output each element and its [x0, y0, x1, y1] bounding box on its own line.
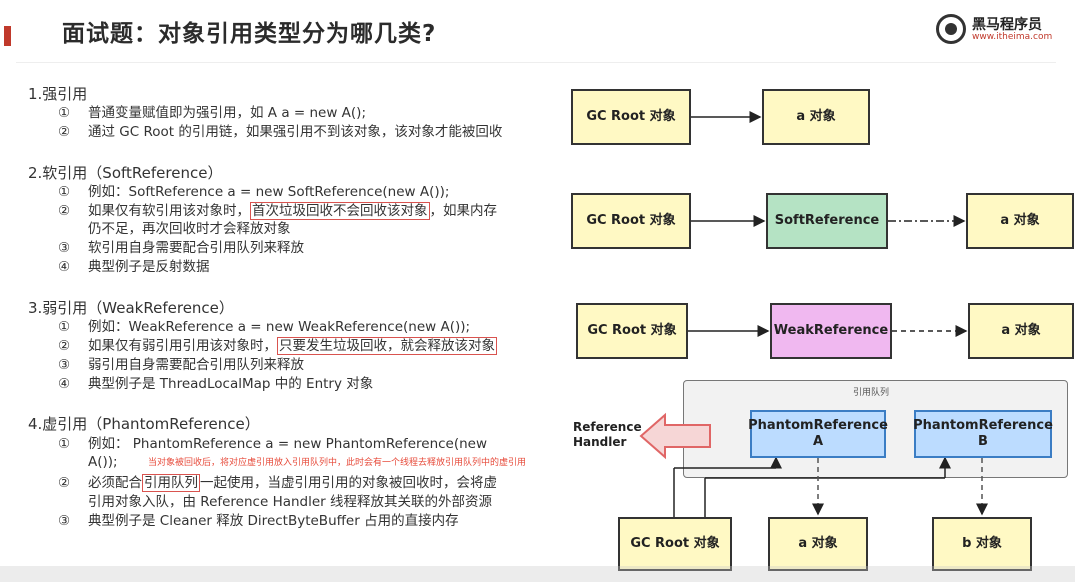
soft-reference-box: SoftReference: [766, 193, 888, 249]
item-number: ③: [58, 240, 71, 256]
weak-gc-root-box: GC Root 对象: [576, 303, 688, 359]
item-number: ②: [58, 475, 71, 491]
item-text: 通过 GC Root 的引用链，如果强引用不到该对象，该对象才能被回收: [88, 124, 503, 140]
phantom-ref-heading: 4.虚引用（PhantomReference）: [28, 415, 260, 433]
weak-reference-box: WeakReference: [770, 303, 892, 359]
item-number: ①: [58, 105, 71, 121]
page-title: 面试题：对象引用类型分为哪几类?: [62, 21, 437, 47]
item-text: 引用对象入队，由 Reference Handler 线程释放其关联的外部资源: [88, 494, 493, 510]
item-number: ②: [58, 203, 71, 219]
item-text: 必须配合: [88, 475, 142, 491]
itheima-logo: 黑马程序员 www.itheima.com: [936, 12, 1056, 46]
phantom-item-2: ② 必须配合引用队列一起使用，当虚引用引用的对象被回收时，会将虚: [58, 474, 497, 492]
phantom-red-note: 当对象被回收后，将对应虚引用放入引用队列中，此时会有一个线程去释放引用队列中的虚…: [148, 458, 527, 468]
highlighted-text: 首次垃圾回收不会回收该对象: [250, 202, 430, 220]
soft-a-object-box: a 对象: [966, 193, 1074, 249]
title-bar: 面试题：对象引用类型分为哪几类? 黑马程序员 www.itheima.com: [0, 0, 1075, 66]
weak-ref-heading: 3.弱引用（WeakReference）: [28, 299, 234, 317]
item-number: ①: [58, 319, 71, 335]
soft-item-2: ② 如果仅有软引用该对象时，首次垃圾回收不会回收该对象，如果内存: [58, 202, 497, 220]
item-text: 一起使用，当虚引用引用的对象被回收时，会将虚: [200, 475, 497, 491]
weak-item-1: ① 例如：WeakReference a = new WeakReference(…: [58, 318, 470, 336]
logo-url: www.itheima.com: [972, 32, 1053, 42]
item-text: 弱引用自身需要配合引用队列来释放: [88, 357, 304, 373]
weak-item-3: ③ 弱引用自身需要配合引用队列来释放: [58, 356, 304, 374]
item-number: ①: [58, 184, 71, 200]
phantom-item-1: ① 例如： PhantomReference a = new PhantomRef…: [58, 435, 487, 453]
item-text: 例如：WeakReference a = new WeakReference(n…: [88, 319, 471, 335]
item-text: 典型例子是反射数据: [88, 259, 210, 275]
phantom-item-1-cont: A());: [58, 453, 118, 471]
item-number: ④: [58, 376, 71, 392]
phantom-item-3: ③ 典型例子是 Cleaner 释放 DirectByteBuffer 占用的直接…: [58, 512, 459, 530]
soft-gc-root-box: GC Root 对象: [571, 193, 691, 249]
item-text: 普通变量赋值即为强引用，如 A a = new A();: [88, 105, 366, 121]
item-text: A());: [88, 454, 118, 470]
strong-item-2: ② 通过 GC Root 的引用链，如果强引用不到该对象，该对象才能被回收: [58, 123, 502, 141]
soft-item-4: ④ 典型例子是反射数据: [58, 258, 210, 276]
logo-name: 黑马程序员: [972, 17, 1042, 33]
item-number: ③: [58, 357, 71, 373]
soft-item-1: ① 例如：SoftReference a = new SoftReference(…: [58, 183, 449, 201]
phantom-item-2-cont: 引用对象入队，由 Reference Handler 线程释放其关联的外部资源: [58, 493, 492, 511]
item-text: 软引用自身需要配合引用队列来释放: [88, 240, 304, 256]
item-number: ③: [58, 513, 71, 529]
item-text: 如果仅有弱引用引用该对象时，: [88, 338, 277, 354]
strong-ref-heading: 1.强引用: [28, 85, 88, 103]
item-text: 典型例子是 ThreadLocalMap 中的 Entry 对象: [88, 376, 374, 392]
phantom-gc-root-box: GC Root 对象: [618, 517, 732, 571]
item-number: ②: [58, 338, 71, 354]
item-text: 仍不足，再次回收时才会释放对象: [88, 221, 291, 237]
strong-a-object-box: a 对象: [762, 89, 870, 145]
highlighted-text: 只要发生垃圾回收，就会释放该对象: [277, 337, 497, 355]
weak-item-4: ④ 典型例子是 ThreadLocalMap 中的 Entry 对象: [58, 375, 373, 393]
strong-gc-root-box: GC Root 对象: [571, 89, 691, 145]
item-number: ②: [58, 124, 71, 140]
item-text: 如果仅有软引用该对象时，: [88, 203, 250, 219]
video-control-bar[interactable]: [0, 566, 1075, 582]
phantom-b-object-box: b 对象: [932, 517, 1032, 571]
phantom-a-object-box: a 对象: [768, 517, 868, 571]
item-text: 例如：SoftReference a = new SoftReference(n…: [88, 184, 450, 200]
item-text: 例如： PhantomReference a = new PhantomRefe…: [88, 436, 488, 452]
weak-item-2: ② 如果仅有弱引用引用该对象时，只要发生垃圾回收，就会释放该对象: [58, 337, 497, 355]
reference-queue-label: 引用队列: [853, 388, 890, 398]
item-text: ，如果内存: [429, 203, 498, 219]
item-number: ①: [58, 436, 71, 452]
weak-a-object-box: a 对象: [968, 303, 1074, 359]
soft-item-3: ③ 软引用自身需要配合引用队列来释放: [58, 239, 304, 257]
title-accent-bar: [4, 26, 11, 46]
horse-logo-icon: [936, 14, 966, 44]
handler-arrow-icon: [639, 412, 711, 460]
item-number: ④: [58, 259, 71, 275]
highlighted-text: 引用队列: [142, 474, 200, 492]
soft-ref-heading: 2.软引用（SoftReference）: [28, 164, 223, 182]
header-divider: [16, 62, 1056, 63]
strong-item-1: ① 普通变量赋值即为强引用，如 A a = new A();: [58, 104, 366, 122]
soft-item-2-cont: 仍不足，再次回收时才会释放对象: [58, 220, 291, 238]
item-text: 典型例子是 Cleaner 释放 DirectByteBuffer 占用的直接内…: [88, 513, 459, 529]
